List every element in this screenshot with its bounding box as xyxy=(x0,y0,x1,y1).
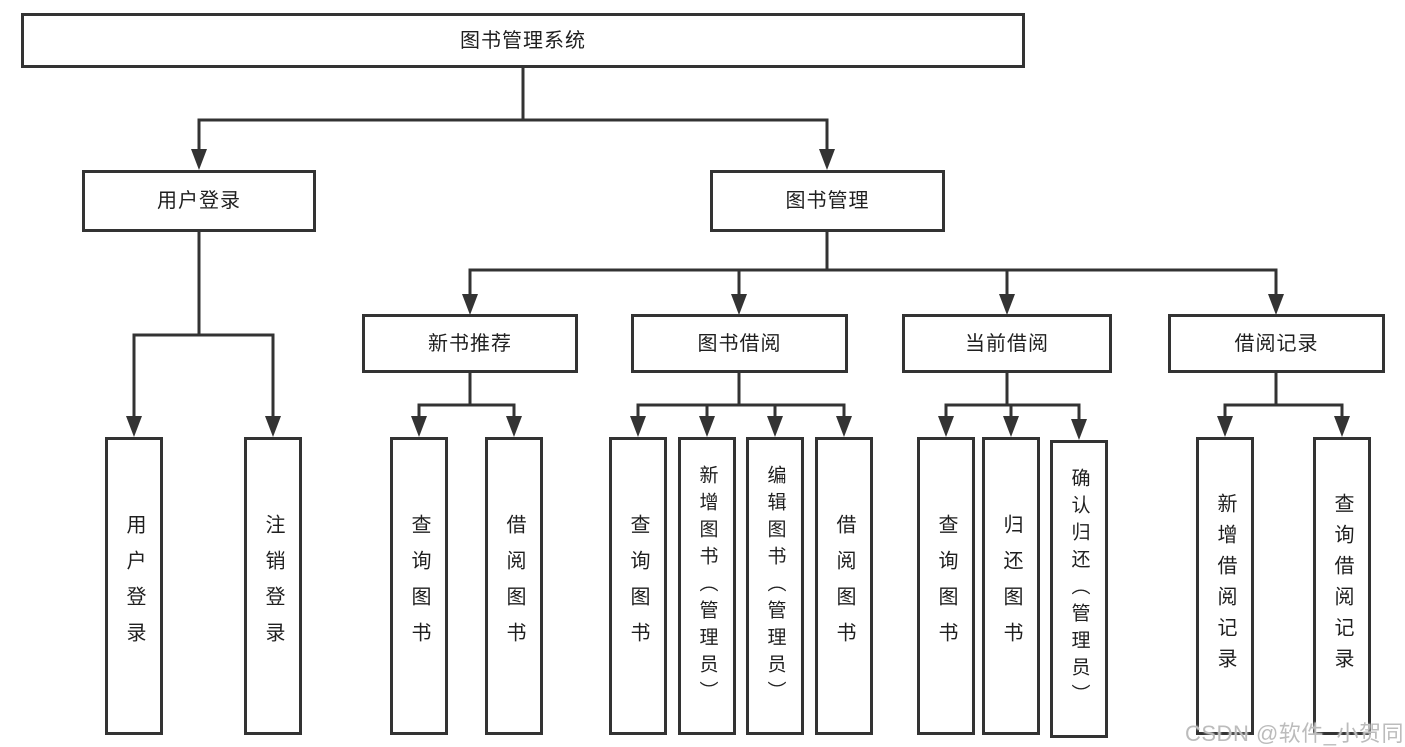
leaf-query-books-current: 查询图书 xyxy=(917,437,975,735)
connector-user-login-branch xyxy=(132,232,275,427)
leaf-logout: 注销登录 xyxy=(244,437,302,735)
leaf-return-books: 归还图书 xyxy=(982,437,1040,735)
leaf-query-books-recommend: 查询图书 xyxy=(390,437,448,735)
arrowheads xyxy=(126,149,1350,440)
connector-book-mgmt-branch xyxy=(468,232,1278,305)
node-borrowing-records: 借阅记录 xyxy=(1168,314,1385,373)
node-current-borrowing: 当前借阅 xyxy=(902,314,1112,373)
leaf-add-books-admin: 新增图书（管理员） xyxy=(678,437,736,735)
connector-root-to-level2 xyxy=(197,68,829,160)
node-root-library-system: 图书管理系统 xyxy=(21,13,1025,68)
leaf-query-borrow-record: 查询借阅记录 xyxy=(1313,437,1371,735)
connector-new-book-branch xyxy=(417,373,516,427)
leaf-borrow-books-recommend: 借阅图书 xyxy=(485,437,543,735)
connector-borrowing-branch xyxy=(636,373,846,427)
leaf-edit-books-admin: 编辑图书（管理员） xyxy=(746,437,804,735)
csdn-watermark: CSDN @软件_小贺同学 xyxy=(1185,721,1405,746)
leaf-user-login: 用户登录 xyxy=(105,437,163,735)
node-user-login: 用户登录 xyxy=(82,170,316,232)
node-book-management: 图书管理 xyxy=(710,170,945,232)
node-new-book-recommendation: 新书推荐 xyxy=(362,314,578,373)
node-book-borrowing: 图书借阅 xyxy=(631,314,848,373)
leaf-add-borrow-record: 新增借阅记录 xyxy=(1196,437,1254,735)
connector-records-branch xyxy=(1223,373,1344,427)
leaf-borrow-books-borrowing: 借阅图书 xyxy=(815,437,873,735)
leaf-confirm-return-admin: 确认归还（管理员） xyxy=(1050,440,1108,738)
leaf-query-books-borrowing: 查询图书 xyxy=(609,437,667,735)
